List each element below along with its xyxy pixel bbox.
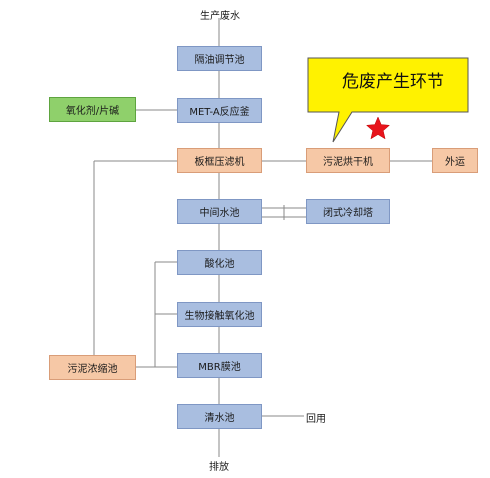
node-mbr-tank: MBR膜池 bbox=[177, 353, 262, 378]
callout-text: 危废产生环节 bbox=[342, 72, 444, 92]
node-grease-trap: 隔油调节池 bbox=[177, 46, 262, 71]
node-sludge-thickener: 污泥浓缩池 bbox=[49, 355, 136, 380]
node-filter-press: 板框压滤机 bbox=[177, 148, 262, 173]
node-bio-oxidation-tank: 生物接触氧化池 bbox=[177, 302, 262, 327]
node-clean-water-tank: 清水池 bbox=[177, 404, 262, 429]
node-sludge-dryer: 污泥烘干机 bbox=[306, 148, 390, 173]
node-met-a-reactor: MET-A反应釜 bbox=[177, 98, 262, 123]
node-intermediate-tank: 中间水池 bbox=[177, 199, 262, 224]
output-label: 排放 bbox=[209, 462, 229, 473]
node-dosing-chemicals: 氧化剂/片碱 bbox=[49, 97, 136, 122]
star-icon bbox=[365, 116, 391, 140]
reuse-label: 回用 bbox=[306, 414, 326, 425]
node-outbound: 外运 bbox=[432, 148, 478, 173]
callout-bubble bbox=[307, 57, 469, 143]
input-label: 生产废水 bbox=[200, 11, 240, 22]
node-acidification-tank: 酸化池 bbox=[177, 250, 262, 275]
node-cooling-tower: 闭式冷却塔 bbox=[306, 199, 390, 224]
